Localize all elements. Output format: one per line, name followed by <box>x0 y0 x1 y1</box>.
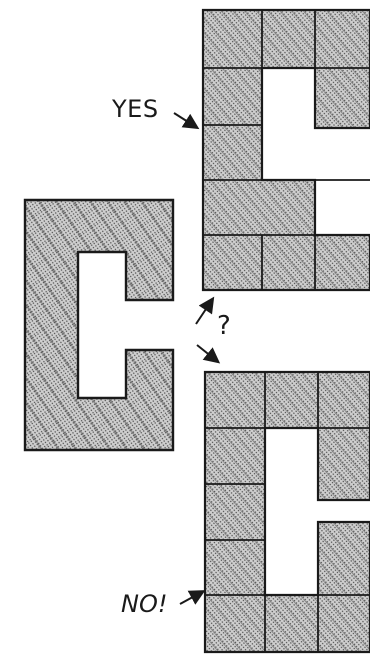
standalone-c-shape <box>25 200 173 450</box>
no-label: NO! <box>121 590 167 618</box>
no-c-outline <box>205 372 370 652</box>
no-grid-c-shape <box>205 372 370 652</box>
yes-c-outline <box>203 10 370 290</box>
yes-label: YES <box>111 95 159 123</box>
yes-arrow <box>174 113 196 127</box>
up-arrow <box>196 300 212 324</box>
question-mark: ? <box>217 311 231 341</box>
c-shape-outline <box>25 200 173 450</box>
down-arrow <box>197 345 217 361</box>
yes-grid-c-shape <box>203 10 370 290</box>
no-arrow <box>180 592 202 604</box>
